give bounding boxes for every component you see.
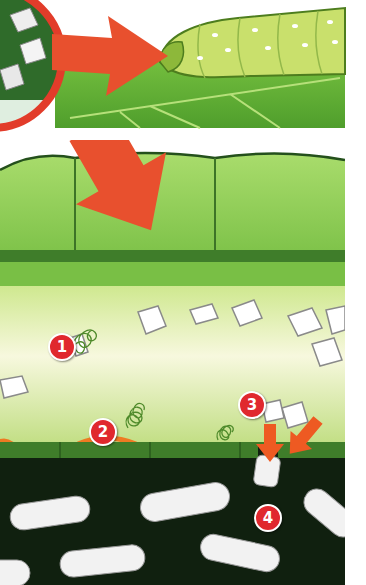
crystal	[0, 376, 28, 398]
palisade-layer	[0, 262, 345, 288]
bundle	[0, 560, 30, 585]
caterpillar-segment	[198, 11, 322, 78]
needle-bundles	[0, 454, 345, 585]
spiral	[126, 404, 144, 428]
epidermis-layer	[0, 250, 345, 262]
crystal	[312, 338, 342, 366]
callout-number: 4	[254, 504, 282, 532]
flow-arrow	[256, 424, 284, 462]
bundle	[253, 454, 281, 487]
flow-arrow	[279, 411, 329, 463]
crystals	[0, 300, 345, 428]
entry-arrow	[47, 140, 196, 256]
cuticle	[0, 153, 345, 170]
spot	[327, 20, 333, 24]
crystal	[326, 306, 345, 334]
spot	[265, 46, 271, 50]
bundle	[299, 484, 345, 542]
crystal	[0, 64, 24, 90]
caterpillar-spots	[197, 20, 338, 60]
dark-ground	[0, 458, 345, 585]
mesophyll	[0, 286, 345, 442]
background	[0, 140, 345, 585]
spot	[225, 48, 231, 52]
bundle	[198, 532, 282, 574]
callout-number: 3	[238, 391, 266, 419]
bundle	[59, 544, 146, 579]
leaf-cross-section	[0, 140, 345, 585]
spot	[332, 40, 338, 44]
bundle	[138, 480, 231, 523]
epidermis-cells	[0, 153, 345, 252]
cell-wall	[60, 442, 240, 458]
crystal	[288, 308, 322, 336]
crystal	[138, 306, 166, 334]
arrow-shape	[47, 140, 196, 256]
spiral	[217, 425, 233, 440]
crystal	[20, 38, 46, 64]
crystal	[232, 300, 262, 326]
spot	[212, 33, 218, 37]
spot	[252, 28, 258, 32]
spot	[302, 43, 308, 47]
bundle	[9, 495, 92, 532]
callout-number: 1	[48, 333, 76, 361]
caterpillar-body	[160, 8, 345, 77]
spot	[292, 24, 298, 28]
arrow-shape	[279, 411, 329, 463]
spot	[197, 56, 203, 60]
pointer-arrow	[52, 16, 168, 96]
crystal	[10, 8, 38, 32]
crystal	[190, 304, 218, 324]
callout-number: 2	[89, 418, 117, 446]
crystal	[282, 402, 308, 428]
